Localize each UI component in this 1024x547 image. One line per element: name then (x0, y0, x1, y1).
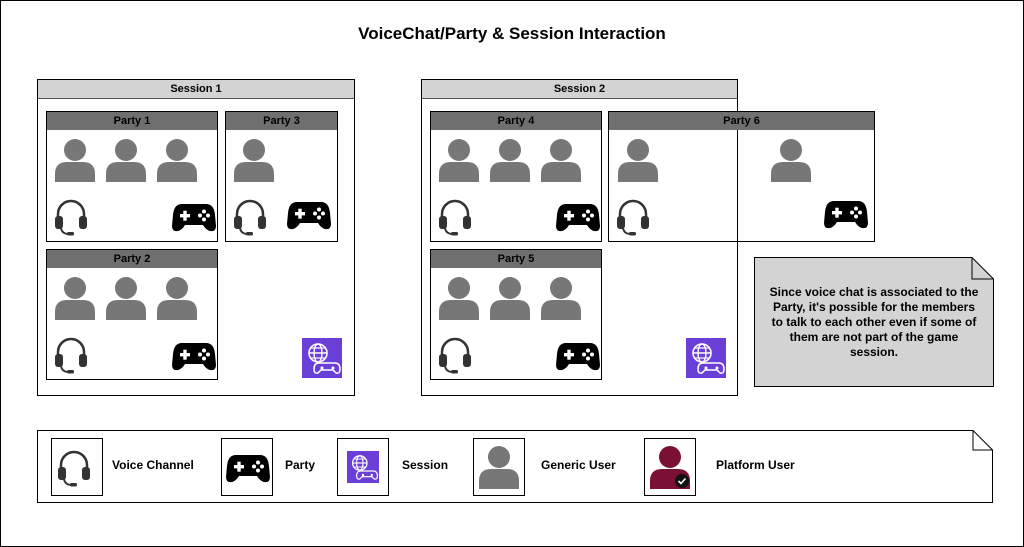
party-5-header: Party 5 (431, 250, 601, 268)
user-icon (55, 276, 95, 320)
gamepad-icon (556, 340, 600, 372)
user-icon (439, 276, 479, 320)
party-3-container: Party 3 (225, 111, 338, 242)
party-4-container: Party 4 (430, 111, 602, 242)
headset-icon (232, 197, 268, 237)
headset-icon (56, 448, 92, 488)
party-6-container: Party 6 (608, 111, 875, 242)
user-icon (106, 276, 146, 320)
legend-party-label: Party (285, 458, 316, 472)
legend: Voice Channel Party Session Generic User… (37, 430, 993, 503)
note-text: Since voice chat is associated to the Pa… (769, 284, 979, 359)
session-icon (347, 451, 379, 483)
party-1-container: Party 1 (46, 111, 218, 242)
session-icon (686, 338, 726, 378)
legend-generic-user-box (473, 438, 525, 496)
headset-icon (615, 197, 651, 237)
legend-party-box (221, 438, 273, 496)
party-2-container: Party 2 (46, 249, 218, 380)
user-icon (55, 138, 95, 182)
session-2-header: Session 2 (422, 80, 737, 99)
user-icon (541, 276, 581, 320)
user-icon (541, 138, 581, 182)
gamepad-icon (287, 199, 331, 231)
user-icon (490, 276, 530, 320)
session-2-container: Session 2 (421, 79, 738, 396)
session-icon (302, 338, 342, 378)
gamepad-icon (172, 201, 216, 233)
legend-voice-channel-box (51, 438, 103, 496)
headset-icon (437, 197, 473, 237)
user-icon (771, 138, 811, 182)
party-2-header: Party 2 (47, 250, 217, 268)
session-1-header: Session 1 (38, 80, 354, 99)
note-shape (754, 257, 994, 387)
headset-icon (437, 335, 473, 375)
legend-generic-user-label: Generic User (541, 458, 616, 472)
gamepad-icon (172, 340, 216, 372)
party-4-header: Party 4 (431, 112, 601, 130)
party-6-header: Party 6 (609, 112, 874, 130)
party-1-header: Party 1 (47, 112, 217, 130)
user-icon (490, 138, 530, 182)
session-1-container: Session 1 (37, 79, 355, 396)
user-icon (479, 445, 519, 489)
headset-icon (53, 335, 89, 375)
diagram-title: VoiceChat/Party & Session Interaction (358, 24, 666, 43)
party-5-container: Party 5 (430, 249, 602, 380)
user-icon (234, 138, 274, 182)
note-callout: Since voice chat is associated to the Pa… (754, 257, 994, 387)
gamepad-icon (226, 452, 270, 484)
legend-voice-channel-label: Voice Channel (112, 458, 194, 472)
legend-platform-user-box (644, 438, 696, 496)
headset-icon (53, 197, 89, 237)
gamepad-icon (824, 198, 868, 230)
user-icon (106, 138, 146, 182)
user-icon (618, 138, 658, 182)
party-3-header: Party 3 (226, 112, 337, 130)
platform-user-icon (650, 445, 690, 489)
legend-session-box (337, 438, 389, 496)
user-icon (157, 276, 197, 320)
user-icon (157, 138, 197, 182)
gamepad-icon (556, 201, 600, 233)
legend-platform-user-label: Platform User (716, 458, 795, 472)
legend-session-label: Session (402, 458, 449, 472)
user-icon (439, 138, 479, 182)
